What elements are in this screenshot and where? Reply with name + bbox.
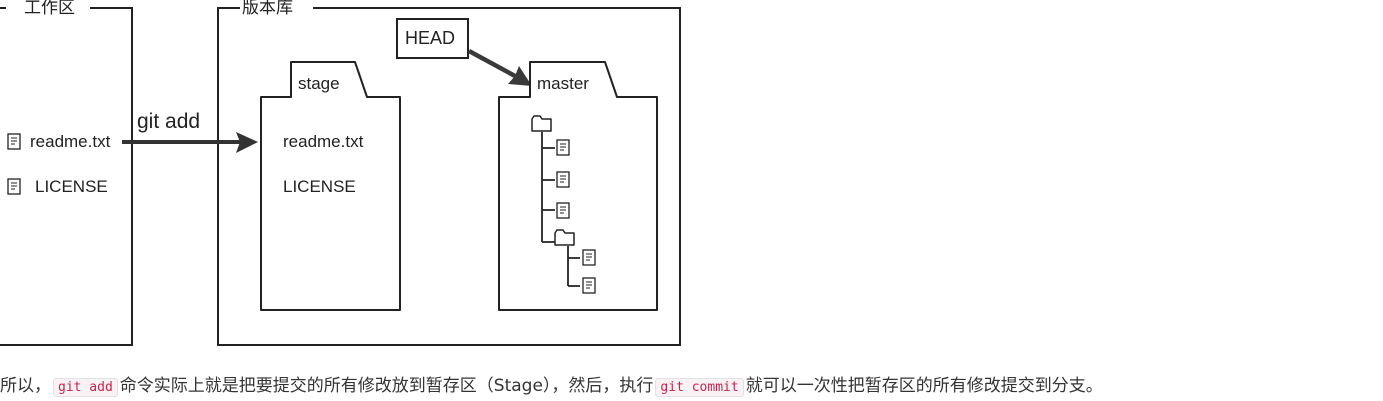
file-icon bbox=[556, 202, 570, 219]
workspace-label: 工作区 bbox=[24, 0, 75, 18]
caption-part-1: 所以， bbox=[0, 376, 51, 396]
git-staging-diagram: 工作区 版本库 readme.txt LICENSE git add stage… bbox=[0, 0, 681, 346]
folder-icon bbox=[531, 115, 552, 132]
workspace-file-1: readme.txt bbox=[7, 132, 111, 151]
folder-icon bbox=[554, 229, 575, 246]
file-icon bbox=[7, 178, 21, 195]
stage-label: stage bbox=[298, 74, 340, 93]
workspace-box: 工作区 bbox=[0, 0, 133, 346]
git-add-label: git add bbox=[137, 110, 200, 133]
file-icon bbox=[582, 277, 596, 294]
workspace-file-2: LICENSE bbox=[7, 177, 108, 196]
caption-part-2: 命令实际上就是把要提交的所有修改放到暂存区（Stage），然后，执行 bbox=[119, 376, 654, 396]
git-commit-code: git commit bbox=[655, 378, 744, 397]
workspace-file-2-label: LICENSE bbox=[35, 177, 108, 196]
repository-box: 版本库 bbox=[217, 0, 681, 346]
file-icon bbox=[582, 249, 596, 266]
commit-tree bbox=[531, 115, 596, 294]
file-icon bbox=[556, 171, 570, 188]
repository-label: 版本库 bbox=[242, 0, 293, 18]
head-label: HEAD bbox=[405, 28, 455, 48]
git-add-code: git add bbox=[53, 378, 118, 397]
file-icon bbox=[556, 139, 570, 156]
git-add-arrow: git add bbox=[122, 110, 258, 153]
stage-folder: stage readme.txt LICENSE bbox=[260, 61, 401, 311]
caption-part-3: 就可以一次性把暂存区的所有修改提交到分支。 bbox=[745, 376, 1103, 396]
head-pointer: HEAD bbox=[396, 18, 532, 86]
master-label: master bbox=[537, 74, 589, 93]
master-folder: master bbox=[498, 61, 658, 311]
stage-file-1: readme.txt bbox=[283, 132, 364, 151]
head-box bbox=[396, 18, 469, 59]
stage-file-2: LICENSE bbox=[283, 177, 356, 196]
file-icon bbox=[7, 133, 21, 150]
workspace-file-1-label: readme.txt bbox=[30, 132, 111, 151]
